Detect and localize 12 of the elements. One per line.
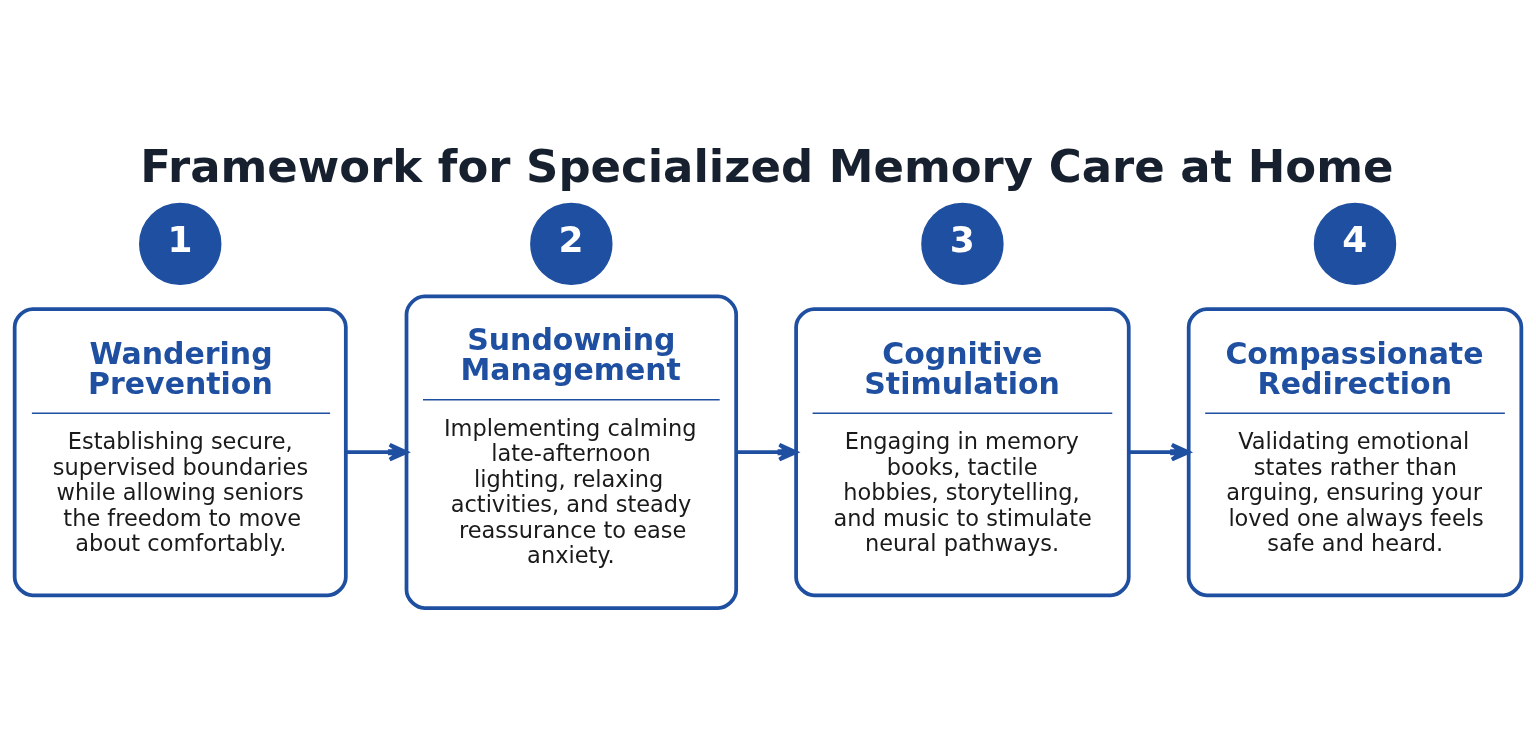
- node-box: Cognitive Stimulation Engaging in memory books, tactile hobbies, storytelling, and music to stimulate neural pathways.: [794, 307, 1131, 598]
- arrow: [736, 442, 798, 462]
- node-circle: 1: [139, 202, 222, 286]
- arrow: [346, 442, 409, 462]
- node-box: Sundowning Management Implementing calming late-afternoon lighting, relaxing activities, and steady reassurance to ease anxiety.: [404, 294, 739, 610]
- node-circle: 2: [530, 202, 613, 286]
- node-box: Compassionate Redirection Validating emotional states rather than arguing, ensuring your loved one always feels safe and heard.: [1186, 307, 1524, 598]
- node-circle: 3: [921, 202, 1004, 286]
- diagram-title: Framework for Specialized Memory Care at Home: [140, 140, 1394, 194]
- node-circle: 4: [1313, 202, 1397, 286]
- node-box: Wandering Prevention Establishing secure, supervised boundaries while allowing seniors the freedom to move about comfortably.: [12, 307, 348, 598]
- arrow: [1128, 442, 1191, 462]
